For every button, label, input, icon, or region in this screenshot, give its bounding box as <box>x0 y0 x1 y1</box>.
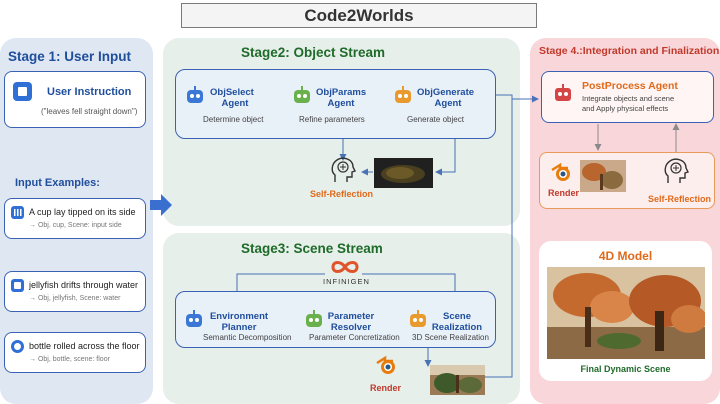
user-instruction-card: User Instruction ("leaves fell straight … <box>4 71 146 128</box>
robot-icon-green-2 <box>306 310 322 327</box>
example-meta-2: → Obj, jellyfish, Scene: water <box>29 295 121 302</box>
object-agents-box <box>175 69 496 139</box>
scene-render-image <box>430 365 485 395</box>
4d-model-card: 4D Model Final Dynamic Scene <box>539 241 712 381</box>
square-icon <box>11 279 24 292</box>
head-brain-icon <box>331 157 356 182</box>
robot-icon-green <box>294 86 310 103</box>
postprocess-agent-title: PostProcess Agent <box>582 80 678 92</box>
4d-model-image <box>547 267 705 359</box>
infinigen-logo-text: INFINIGEN <box>323 277 370 286</box>
blender-icon-2 <box>551 162 570 181</box>
robot-icon-blue-2 <box>186 310 202 327</box>
leaf-object-image <box>374 158 433 188</box>
environment-planner-sub: Semantic Decomposition <box>203 333 292 342</box>
user-instruction-quote: ("leaves fell straight down") <box>41 107 138 116</box>
example-text-2: jellyfish drifts through water <box>29 280 139 290</box>
example-text-1: A cup lay tipped on its side <box>29 207 136 217</box>
stage4-render-label: Render <box>548 188 580 198</box>
scene-realization-sub: 3D Scene Realization <box>412 333 489 342</box>
main-title: Code2Worlds <box>181 3 537 28</box>
postprocess-agent-box: PostProcess Agent Integrate objects and … <box>541 71 714 123</box>
scene-agents-box <box>175 291 496 348</box>
robot-icon-orange <box>395 86 411 103</box>
instruction-icon <box>13 82 32 101</box>
circle-icon <box>11 340 24 353</box>
infinigen-logo-icon <box>331 261 359 273</box>
stage2-self-reflection: Self-Reflection <box>310 189 374 199</box>
postprocess-line2: and Apply physical effects <box>582 104 669 113</box>
stage4-render-image <box>580 160 626 192</box>
bars-icon <box>11 206 24 219</box>
example-card-3: bottle rolled across the floor → Obj, bo… <box>4 332 146 373</box>
example-card-2: jellyfish drifts through water → Obj, je… <box>4 271 146 312</box>
example-meta-3: → Obj, bottle, scene: floor <box>29 356 110 363</box>
objparams-agent-sub: Refine parameters <box>299 115 365 124</box>
postprocess-line1: Integrate objects and scene <box>582 94 675 103</box>
head-brain-icon-2 <box>664 158 689 183</box>
stage3-render-label: Render <box>370 383 402 393</box>
stage1-to-stage2-arrow <box>150 194 172 216</box>
objselect-agent-sub: Determine object <box>203 115 264 124</box>
example-card-1: A cup lay tipped on its side → Obj. cup,… <box>4 198 146 239</box>
stage2-title: Stage2: Object Stream <box>241 45 386 60</box>
input-examples-title: Input Examples: <box>15 177 100 189</box>
stage4-self-reflection: Self-Reflection <box>648 194 712 204</box>
stage4-render-box: Render Self-Reflection <box>539 152 715 209</box>
parameter-resolver-sub: Parameter Concretization <box>309 333 400 342</box>
4d-model-title: 4D Model <box>598 249 653 263</box>
robot-icon-blue <box>187 86 203 103</box>
stage4-title: Stage 4.:Integration and Finalization <box>539 45 720 57</box>
user-instruction-label: User Instruction <box>47 86 132 98</box>
stage3-title: Stage3: Scene Stream <box>241 241 383 256</box>
example-meta-1: → Obj. cup, Scene: input side <box>29 222 122 229</box>
robot-icon-orange-2 <box>410 310 426 327</box>
final-dynamic-scene-caption: Final Dynamic Scene <box>580 364 671 374</box>
example-text-3: bottle rolled across the floor <box>29 341 140 351</box>
stage1-title: Stage 1: User Input <box>8 49 132 64</box>
blender-icon <box>376 355 395 374</box>
robot-icon-red <box>555 84 571 101</box>
objgenerate-agent-sub: Generate object <box>407 115 464 124</box>
